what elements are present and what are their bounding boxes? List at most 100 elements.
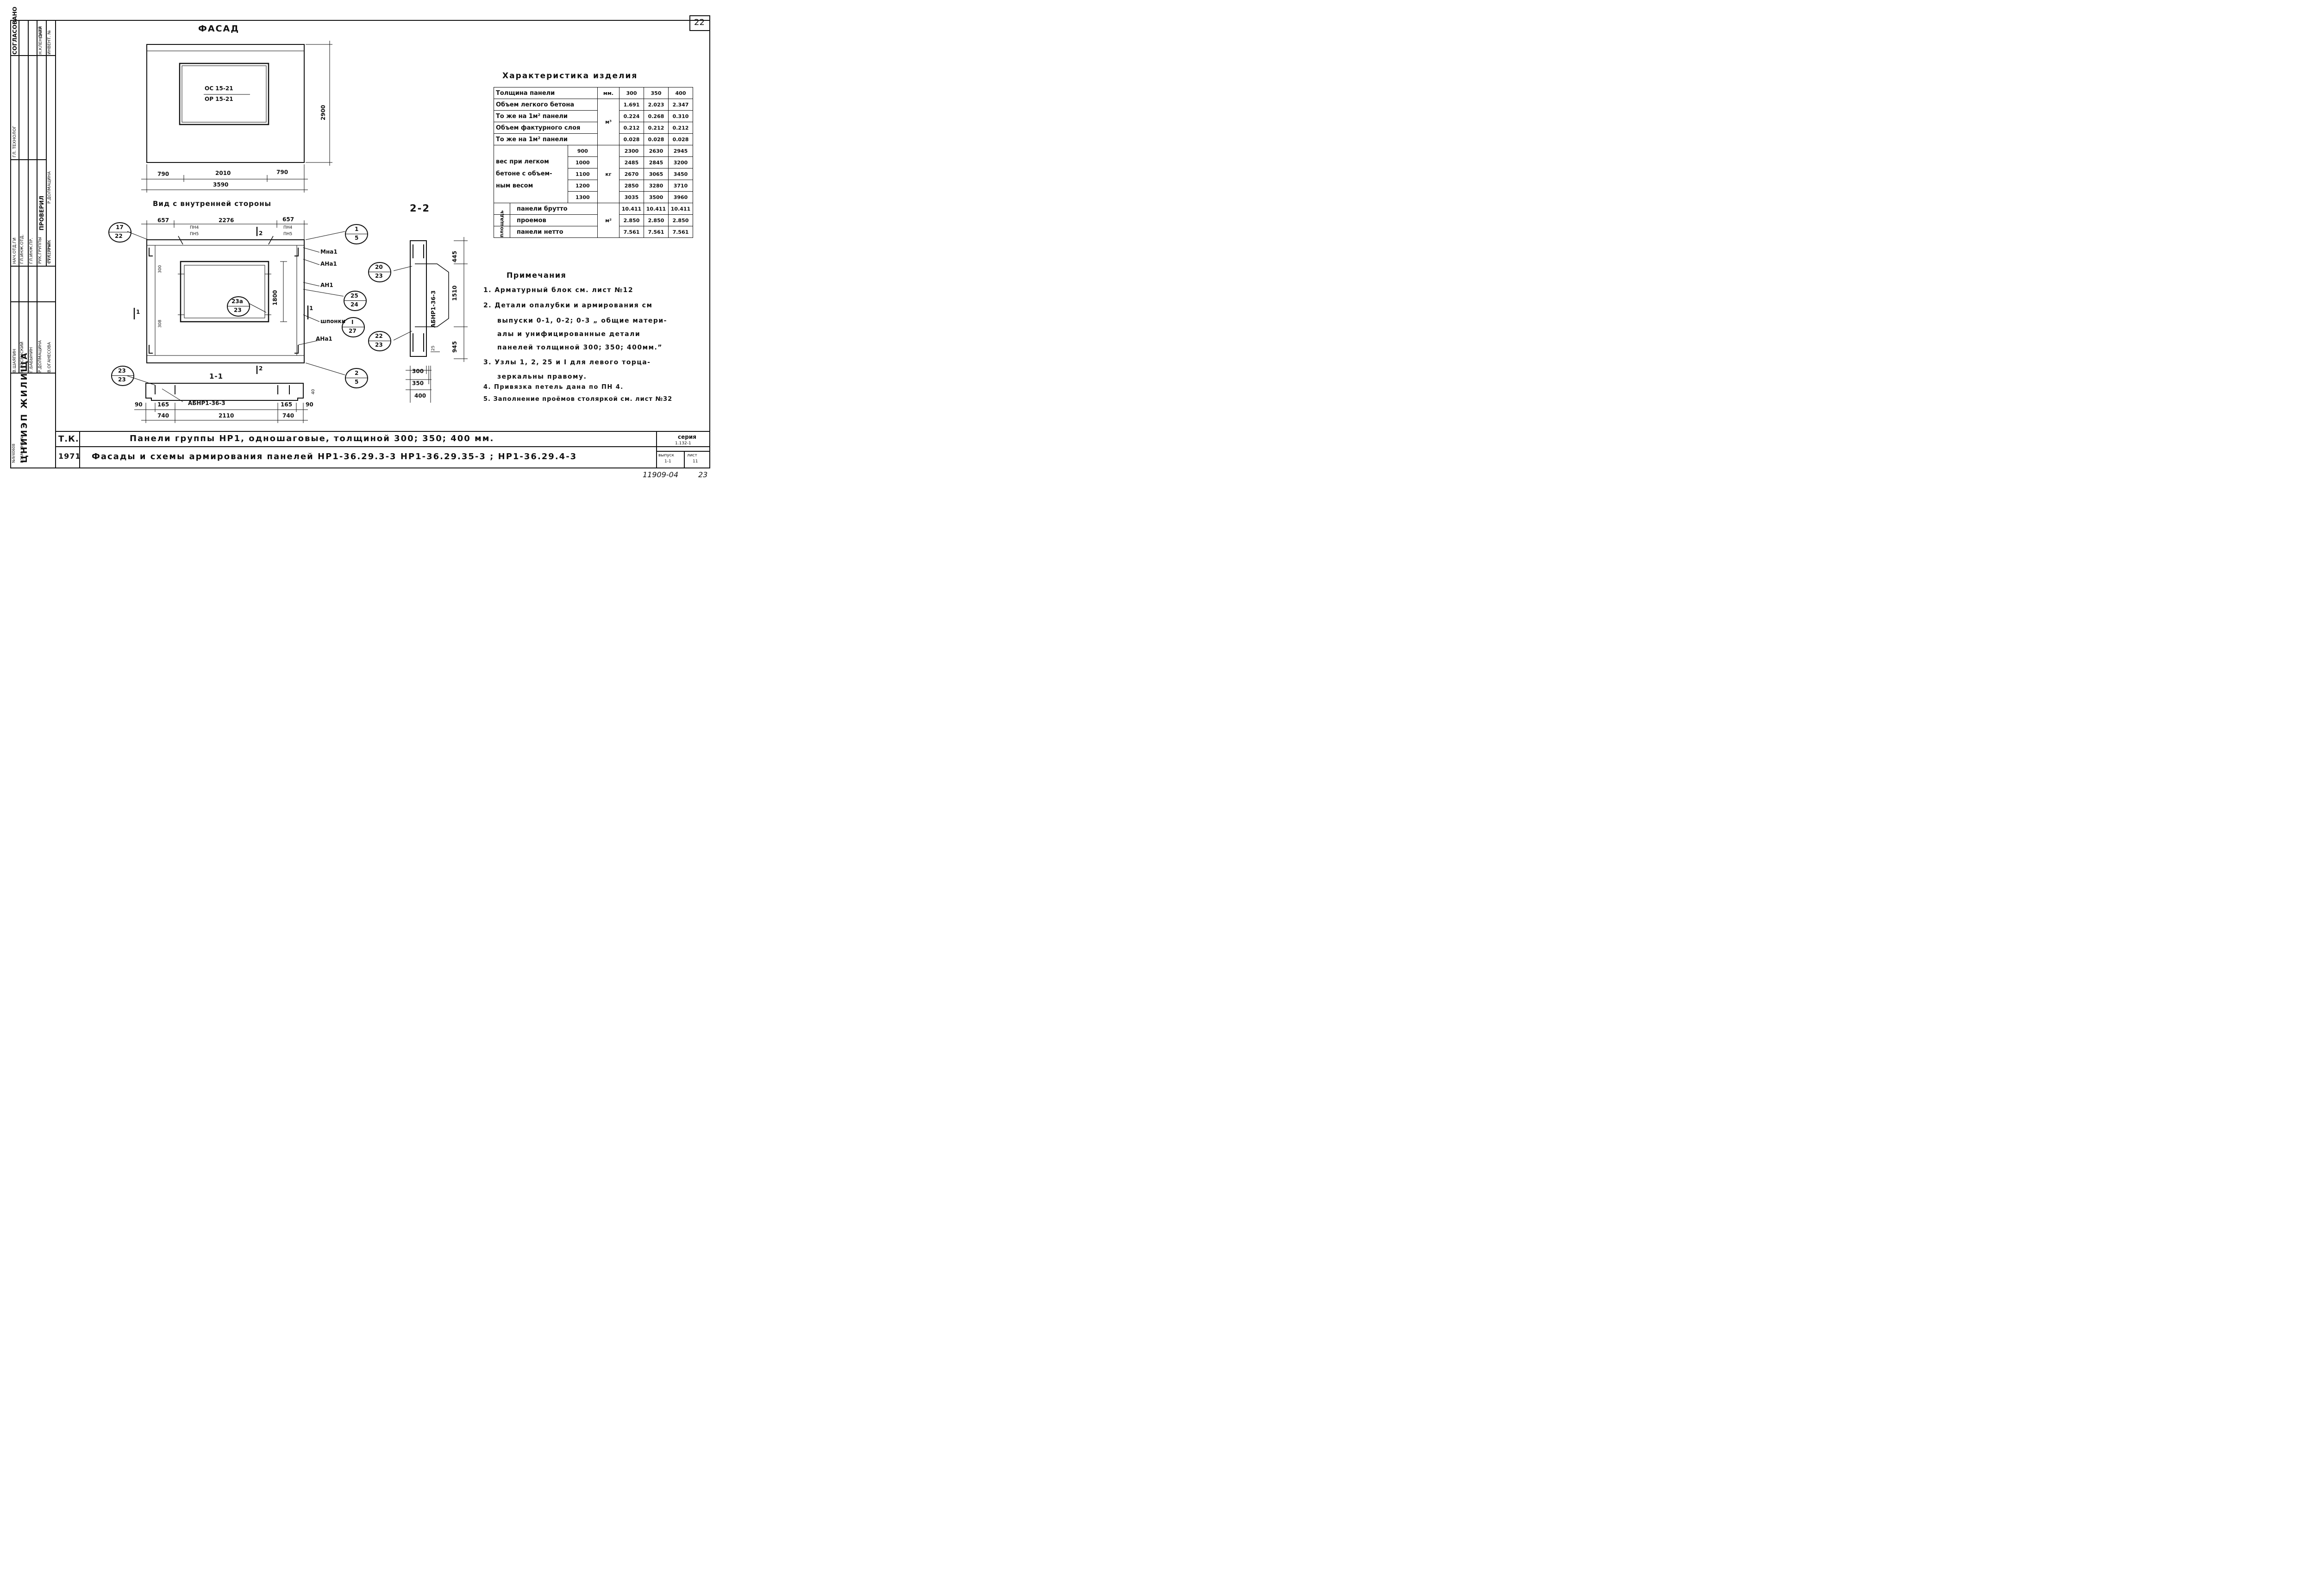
section-mark-top: 2 — [259, 230, 263, 237]
facade-dim-left: 790 — [157, 171, 169, 177]
dim-1510: 1510 — [451, 285, 458, 301]
stamp-name-1: В.ШАЯПИН — [13, 349, 17, 373]
table-row: 1000 2485 2845 3200 — [494, 156, 693, 168]
section-1-1-block: АБНР1-36-3 — [188, 400, 225, 406]
label-ana1-bottom: АНа1 — [316, 336, 332, 342]
characteristics-table: Толщина панели мм. 300 350 400 Объем лег… — [494, 87, 693, 238]
sheet-value: 11 — [693, 459, 698, 464]
window-mark-2: ОР 15-21 — [205, 96, 233, 102]
inner-view-title: Вид с внутренней стороны — [153, 200, 272, 208]
note-line: 5. Заполнение проёмов столяркой см. лист… — [483, 396, 673, 403]
stamp-date: ДАТА — [38, 26, 43, 38]
inner-view — [127, 220, 345, 375]
facade-dim-height: 2900 — [320, 105, 326, 120]
dim-165-left: 165 — [157, 401, 169, 408]
facade-dim-total: 3590 — [213, 181, 229, 188]
dim-740-right: 740 — [282, 412, 294, 419]
section-1-1-title: 1-1 — [209, 372, 224, 380]
note-line: 3. Узлы 1, 2, 25 и I для левого торца- — [483, 359, 651, 366]
note-line: панелей толщиной 300; 350; 400мм.” — [497, 344, 663, 351]
loop-pn5-left: ПН5 — [190, 232, 199, 237]
dim-945: 945 — [451, 341, 458, 353]
stamp-name-3: Г.БАБЫНИН — [29, 347, 34, 373]
org-code: Т.К. — [58, 434, 79, 444]
label-ana1-top: АНа1 — [320, 261, 337, 267]
callout-23-23: 23 23 — [111, 366, 134, 386]
label-shponki: шпонки — [320, 318, 346, 324]
facade-dim-right: 790 — [276, 169, 288, 175]
stamp-role-3: ГЛ.ИНЖ.ПР. — [29, 237, 34, 264]
issue-label: выпуск — [658, 453, 675, 458]
table-row: вес при легком бетоне с объем- ным весом… — [494, 145, 693, 203]
area-label: площадь — [499, 210, 505, 237]
loop-pn4-right: ПН4 — [283, 225, 293, 230]
note-line: алы и унифицированные детали — [497, 330, 641, 338]
callout-20-23: 20 23 — [368, 262, 391, 282]
section-1-1 — [127, 375, 308, 423]
note-line: 2. Детали опалубки и армирования см — [483, 302, 653, 309]
loop-pn5-right: ПН5 — [283, 232, 293, 237]
inner-dim-right: 657 — [282, 216, 294, 223]
stamp-name-4: Р.ДОЛМАЦИНА — [38, 340, 43, 373]
callout-17-22: 17 22 — [108, 222, 131, 243]
inner-dim-1800: 1800 — [272, 290, 278, 305]
table-row: 1100 2670 3065 3450 — [494, 168, 693, 180]
inner-dim-300: 300 — [158, 265, 163, 273]
dim-90-right: 90 — [306, 401, 313, 408]
note-line: 1. Арматурный блок см. лист №12 — [483, 287, 634, 294]
year: 1971 — [58, 452, 81, 461]
stamp-checked: ПРОВЕРИЛ — [38, 195, 45, 231]
note-line: зеркальны правому. — [497, 373, 587, 380]
stamp-checked-name: Р.ДОЛМАЦИНА — [47, 171, 52, 204]
section-mark-right: 1 — [309, 305, 313, 312]
series-label: серия — [678, 434, 696, 440]
section-2-2-block: АБНР1-36-3 — [430, 290, 437, 328]
note-line: выпуски 0-1, 0-2; 0-3 „ общие матери- — [497, 317, 667, 324]
callout-1-5: 1 5 — [345, 224, 368, 244]
callout-I-27: I 27 — [342, 317, 365, 337]
label-mna1: Мна1 — [320, 249, 338, 255]
table-row: Объем легкого бетона м³ 1.691 2.023 2.34… — [494, 99, 693, 145]
inner-dim-center: 2276 — [219, 217, 234, 224]
org-logo: ЦНИИЭП ЖИЛИЩА — [19, 351, 29, 463]
sheet-label: лист — [687, 453, 697, 458]
callout-25-24: 25 24 — [344, 291, 367, 311]
facade-title: ФАСАД — [198, 24, 240, 34]
dim-740-left: 740 — [157, 412, 169, 419]
table-row: 1200 2850 3280 3710 — [494, 180, 693, 192]
dim-25: 25 — [431, 345, 436, 351]
facade-view — [141, 41, 332, 193]
window-mark-1: ОС 15-21 — [205, 85, 233, 92]
stamp-agreed: СОГЛАСОВАНО — [12, 6, 18, 55]
section-mark-left: 1 — [136, 309, 140, 315]
callout-2-5: 2 5 — [345, 368, 368, 388]
section-mark-bottom: 2 — [259, 365, 263, 372]
callout-23a-23: 23а 23 — [227, 296, 250, 317]
stamp-chief-technologist: ГЛ. ТЕХНОЛОГ — [13, 125, 17, 157]
stamp-inventory-label: ИНВЕНТ. № — [47, 30, 52, 55]
title-line-1: Панели группы НР1, одношаговые, толщиной… — [130, 434, 494, 443]
table-row: То же на 1м² панели 0.224 0.268 0.310 — [494, 110, 693, 122]
thickness-400: 400 — [414, 393, 426, 399]
dim-2110: 2110 — [219, 412, 234, 419]
loop-pn4-left: ПН4 — [190, 225, 199, 230]
stamp-group-head: РУК. ГРУП. — [47, 240, 52, 263]
characteristics-title: Характеристика изделия — [502, 71, 638, 81]
table-row: панели нетто 7.561 7.561 7.561 — [494, 226, 693, 238]
sheet-number: 22 — [694, 18, 705, 27]
stamp-name-5: В.ОГАНЕСОВА — [47, 342, 52, 373]
inner-dim-left: 657 — [157, 217, 169, 224]
section-2-2 — [393, 237, 468, 403]
bottom-code: 11909-04 — [643, 470, 679, 479]
section-2-2-title: 2-2 — [410, 203, 430, 214]
table-row: площадь панели брутто м² 10.411 10.411 1… — [494, 203, 693, 238]
facade-dim-center: 2010 — [215, 170, 231, 176]
dim-90-left: 90 — [135, 401, 143, 408]
inner-dim-308: 308 — [158, 319, 163, 328]
table-row: Толщина панели мм. 300 350 400 — [494, 87, 693, 99]
section-1-1-dim-40: 40 — [311, 389, 316, 394]
series-value: 1.132-1 — [675, 441, 691, 446]
notes-title: Примечания — [507, 271, 567, 280]
callout-22-23: 22 23 — [368, 331, 391, 351]
bottom-page: 23 — [698, 470, 708, 479]
